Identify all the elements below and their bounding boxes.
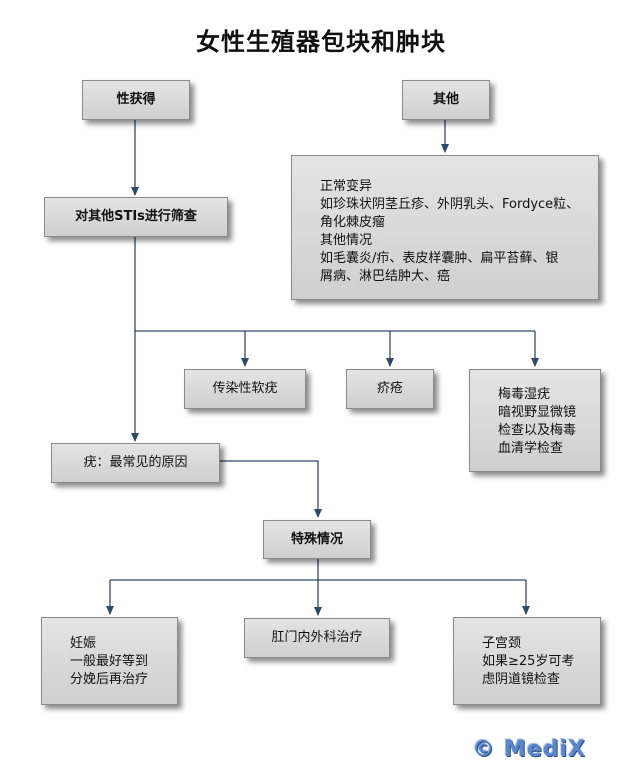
detail-line: 正常变异 bbox=[320, 179, 373, 194]
arrow-wart-to-special bbox=[220, 460, 322, 518]
node-sexual-acquired: 性获得 bbox=[82, 80, 190, 120]
diagram-title: 女性生殖器包块和肿块 bbox=[196, 27, 446, 56]
syphilis-line: 梅毒湿疣 bbox=[498, 387, 551, 402]
detail-line: 如珍珠状阴茎丘疹、外阴乳头、Fordyce粒、 bbox=[320, 197, 580, 212]
syphilis-line: 暗视野显微镜 bbox=[498, 405, 577, 420]
node-special-cases: 特殊情况 bbox=[263, 520, 371, 559]
syphilis-line: 检查以及梅毒 bbox=[498, 423, 577, 438]
node-anal: 肛门内外科治疗 bbox=[244, 618, 390, 658]
node-scabies: 疥疮 bbox=[346, 369, 434, 409]
node-cervix: 子宫颈 如果≥25岁可考 虑阴道镜检查 bbox=[453, 617, 601, 705]
syphilis-line: 血清学检查 bbox=[498, 441, 564, 456]
node-syphilis: 梅毒湿疣 暗视野显微镜 检查以及梅毒 血清学检查 bbox=[469, 369, 601, 472]
detail-line: 如毛囊炎/疖、表皮样囊肿、扁平苔藓、银 bbox=[320, 251, 559, 266]
cervix-line: 子宫颈 bbox=[482, 636, 522, 651]
node-wart: 疣：最常见的原因 bbox=[51, 443, 220, 483]
detail-line: 屑病、淋巴结肿大、癌 bbox=[320, 269, 451, 284]
node-other: 其他 bbox=[402, 80, 490, 120]
detail-line: 角化棘皮瘤 bbox=[320, 215, 386, 230]
medix-watermark: © MediX bbox=[472, 737, 586, 762]
node-molluscum: 传染性软疣 bbox=[184, 369, 306, 409]
node-pregnancy: 妊娠 一般最好等到 分娩后再治疗 bbox=[41, 617, 178, 705]
pregnancy-line: 分娩后再治疗 bbox=[70, 672, 149, 687]
cervix-line: 虑阴道镜检查 bbox=[482, 672, 561, 687]
detail-line: 其他情况 bbox=[320, 233, 373, 248]
node-other-detail: 正常变异 如珍珠状阴茎丘疹、外阴乳头、Fordyce粒、 角化棘皮瘤 其他情况 … bbox=[291, 155, 599, 300]
pregnancy-line: 妊娠 bbox=[70, 636, 97, 651]
node-sti-screening: 对其他STIs进行筛查 bbox=[44, 197, 228, 237]
cervix-line: 如果≥25岁可考 bbox=[482, 654, 575, 669]
pregnancy-line: 一般最好等到 bbox=[70, 654, 149, 669]
